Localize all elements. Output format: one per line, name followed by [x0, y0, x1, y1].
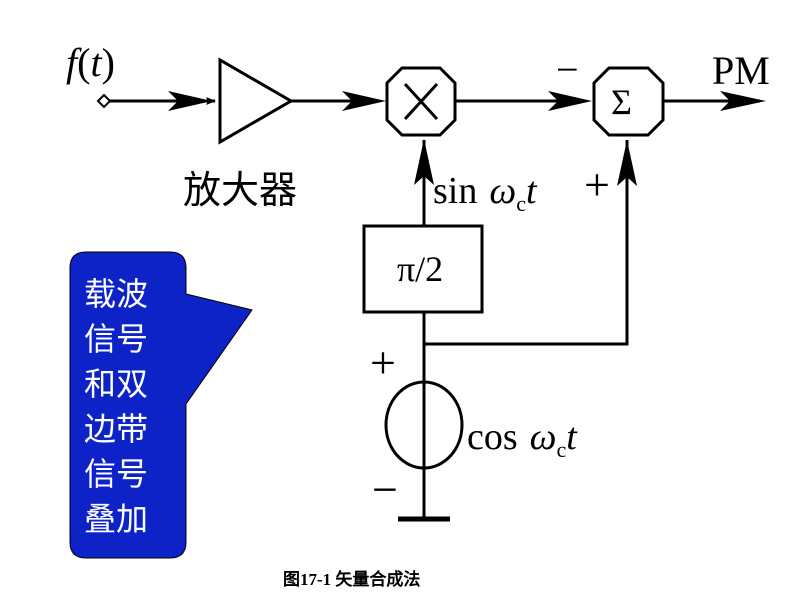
callout-line: 信号: [84, 320, 148, 358]
summer-symbol: Σ: [611, 82, 632, 122]
input-arrowhead: [168, 91, 212, 111]
summer-plus-arrowhead: [617, 140, 637, 186]
callout-line: 和双: [84, 365, 148, 403]
phase-shift-block: [362, 224, 484, 314]
callout-text: 载波 信号 和双 边带 信号 叠加: [84, 275, 148, 538]
carrier-to-summer-line: [424, 140, 629, 346]
amplifier-triangle: [218, 57, 294, 145]
output-arrowhead: [720, 91, 766, 111]
callout-bubble: [69, 251, 253, 559]
callout-line: 载波: [84, 275, 148, 313]
amplifier-label: 放大器: [183, 168, 297, 212]
output-label: PM: [712, 48, 770, 93]
amp-arrowhead: [342, 91, 386, 111]
callout-line: 信号: [84, 455, 148, 493]
input-label: f(t): [66, 40, 115, 85]
summer-plus-sign: +: [584, 159, 610, 210]
multiplier-cross-b: [403, 82, 439, 121]
callout-line: 边带: [84, 410, 148, 448]
summer-block: [592, 66, 665, 137]
figure-caption: 图17-1 矢量合成法: [283, 569, 420, 589]
source-plus-sign: +: [370, 337, 396, 388]
callout-line: 叠加: [84, 500, 148, 538]
multiplier-arrowhead: [548, 91, 592, 111]
phase-shift-label: π/2: [397, 249, 443, 289]
input-terminal: [96, 93, 112, 109]
summer-minus-sign: −: [556, 47, 579, 92]
sin-arrowhead: [414, 139, 434, 185]
source-minus-sign: −: [372, 464, 398, 515]
